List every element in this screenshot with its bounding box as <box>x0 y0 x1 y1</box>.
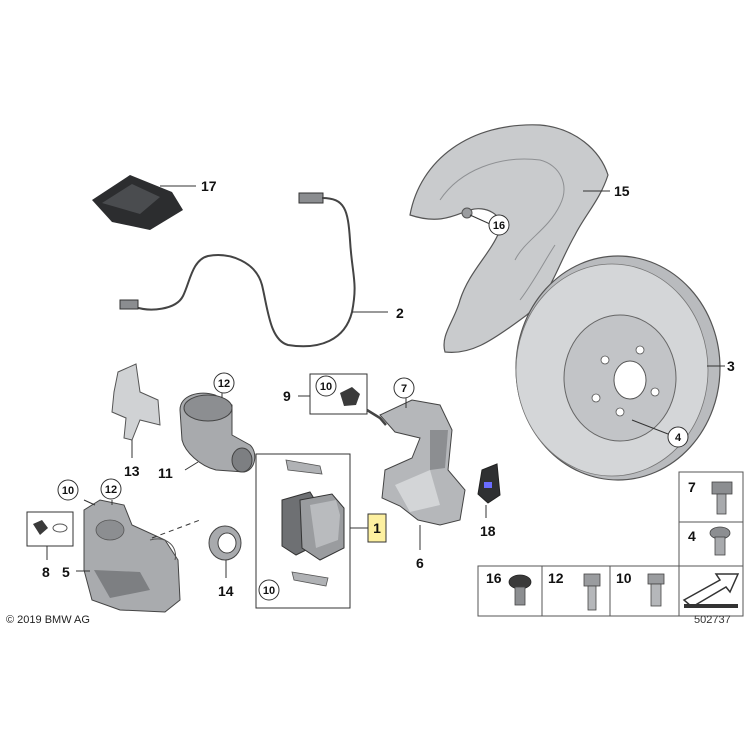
callout-8: 8 <box>42 564 50 580</box>
part-11-parking-brake-actuator <box>179 392 256 473</box>
callout-7-circle: 7 <box>401 383 407 395</box>
callout-11: 11 <box>158 465 173 481</box>
part-15-protection-plate <box>409 124 610 354</box>
panel-label-4: 4 <box>688 528 696 544</box>
part-6-caliper-carrier <box>379 396 466 550</box>
fastener-4-bolt <box>709 526 731 556</box>
panel-label-10: 10 <box>616 570 632 586</box>
diagram-reference-number: 502737 <box>694 614 731 626</box>
callout-18: 18 <box>480 523 496 539</box>
callout-1-highlight <box>367 513 387 543</box>
panel-label-16: 16 <box>486 570 502 586</box>
part-3-brake-disc <box>515 255 725 481</box>
part-9-guide-bolt-set <box>298 373 387 426</box>
part-17-grease-sachet <box>92 175 196 230</box>
callout-2: 2 <box>396 305 404 321</box>
direction-arrow-icon <box>682 573 740 608</box>
callout-9: 9 <box>283 388 291 404</box>
callout-3: 3 <box>727 358 735 374</box>
callout-13: 13 <box>124 463 140 479</box>
callout-12-actuator: 12 <box>218 378 230 390</box>
callout-1: 1 <box>373 520 381 536</box>
panel-label-12: 12 <box>548 570 564 586</box>
callout-15: 15 <box>614 183 630 199</box>
callout-10-caliper: 10 <box>62 485 74 497</box>
callout-16-circle: 16 <box>493 220 505 232</box>
fastener-12-bolt <box>583 573 601 611</box>
callout-4-circle: 4 <box>675 432 682 444</box>
callout-10-guide: 10 <box>320 381 332 393</box>
callout-17: 17 <box>201 178 217 194</box>
panel-label-7: 7 <box>688 479 696 495</box>
callout-5: 5 <box>62 564 70 580</box>
part-18-cable-holder <box>477 463 501 518</box>
callout-12-caliper: 12 <box>105 484 117 496</box>
fastener-7-bolt <box>711 481 733 515</box>
copyright-notice: © 2019 BMW AG <box>6 614 90 626</box>
fastener-10-bolt <box>647 573 665 607</box>
callout-10-pads: 10 <box>263 585 275 597</box>
part-8-bleeder-kit <box>26 511 74 560</box>
callout-labels: 17 2 15 16 3 4 12 13 11 9 10 7 10 12 8 5… <box>42 178 735 601</box>
part-5-brake-caliper <box>76 499 201 613</box>
part-2-wear-sensor <box>119 192 388 348</box>
part-13-holder-bracket <box>111 363 161 458</box>
callout-6: 6 <box>416 555 424 571</box>
part-14-seal-ring <box>208 525 242 578</box>
fastener-16-screw <box>508 574 532 606</box>
callout-14: 14 <box>218 583 234 599</box>
